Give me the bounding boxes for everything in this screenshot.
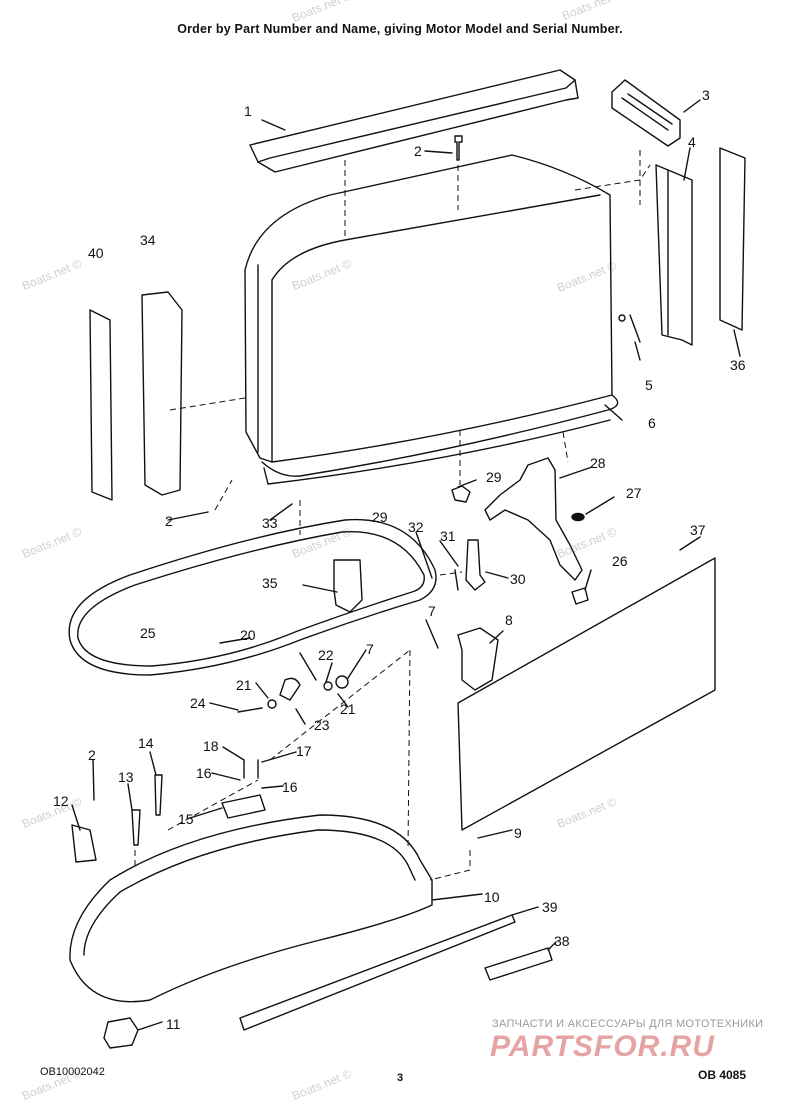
part-30-latch <box>465 539 486 591</box>
callout-8: 8 <box>505 612 513 628</box>
callout-13: 13 <box>118 769 134 785</box>
callout-18: 18 <box>203 738 219 754</box>
part-6-upper-cover <box>244 154 613 463</box>
callout-2: 2 <box>414 143 422 159</box>
part-20-clip <box>279 677 301 701</box>
part-4-side-rail <box>655 164 693 346</box>
callout-25: 25 <box>140 625 156 641</box>
callout-23: 23 <box>314 717 330 733</box>
callout-10: 10 <box>484 889 500 905</box>
part-27-washer <box>571 512 585 522</box>
callout-20: 20 <box>240 627 256 643</box>
callout-1: 1 <box>244 103 252 119</box>
part-2-screw <box>454 135 463 161</box>
callout-38: 38 <box>554 933 570 949</box>
part-34-panel <box>141 291 183 496</box>
callout-15: 15 <box>178 811 194 827</box>
part-39-strip <box>239 914 516 1031</box>
callout-35: 35 <box>262 575 278 591</box>
part-1-top-trim <box>249 69 579 173</box>
part-7-washer <box>335 675 349 689</box>
part-38-tag <box>484 947 553 981</box>
part-28-mount <box>484 457 583 581</box>
part-24-screw <box>237 707 263 713</box>
callout-30: 30 <box>510 571 526 587</box>
callout-21b: 21 <box>340 701 356 717</box>
part-15-plate <box>221 794 266 819</box>
figure-code: OB 4085 <box>698 1068 747 1082</box>
callout-33: 33 <box>262 515 278 531</box>
callout-6: 6 <box>648 415 656 431</box>
part-22-nut <box>323 681 333 691</box>
callout-21: 21 <box>236 677 252 693</box>
part-5-screw <box>629 314 641 343</box>
part-26-fastener <box>571 587 589 605</box>
callout-2c: 2 <box>88 747 96 763</box>
callout-5: 5 <box>645 377 653 393</box>
callout-17: 17 <box>296 743 312 759</box>
callout-26: 26 <box>612 553 628 569</box>
callout-27: 27 <box>626 485 642 501</box>
promo-tagline: ЗАПЧАСТИ И АКСЕССУАРЫ ДЛЯ МОТОТЕХНИКИ <box>492 1018 764 1030</box>
part-36-panel <box>719 147 746 331</box>
part-11-latch <box>103 1017 139 1049</box>
page-title: Order by Part Number and Name, giving Mo… <box>177 22 623 36</box>
part-35-bracket <box>333 559 363 613</box>
part-10-lower-pan <box>69 814 433 1003</box>
callout-32: 32 <box>408 519 424 535</box>
callout-14: 14 <box>138 735 154 751</box>
callout-34: 34 <box>140 232 156 248</box>
part-37-panel <box>457 557 716 831</box>
part-8-hinge <box>457 627 499 691</box>
callout-16b: 16 <box>282 779 298 795</box>
page-number: 3 <box>397 1072 404 1084</box>
part-12-clip <box>71 824 97 863</box>
callout-2b: 2 <box>165 513 173 529</box>
part-40-panel <box>89 309 113 501</box>
callout-29: 29 <box>486 469 502 485</box>
callout-22: 22 <box>318 647 334 663</box>
callout-39: 39 <box>542 899 558 915</box>
callout-7: 7 <box>366 641 374 657</box>
part-3-bracket <box>611 79 681 147</box>
callout-29b: 29 <box>372 509 388 525</box>
callout-36: 36 <box>730 357 746 373</box>
callout-40: 40 <box>88 245 104 261</box>
callout-11: 11 <box>166 1016 181 1032</box>
part-29-nut <box>451 485 471 503</box>
callout-37: 37 <box>690 522 706 538</box>
callout-3: 3 <box>702 87 710 103</box>
callout-9: 9 <box>514 825 522 841</box>
part-25-seal <box>68 518 437 676</box>
drawing-code: OB10002042 <box>40 1066 105 1078</box>
promo-logo: PARTSFOR.RU <box>490 1030 715 1063</box>
part-21-washer <box>267 699 277 709</box>
callout-24: 24 <box>190 695 206 711</box>
callout-12: 12 <box>53 793 69 809</box>
callout-28: 28 <box>590 455 606 471</box>
part-14-bolt <box>154 774 163 816</box>
callout-31: 31 <box>440 528 456 544</box>
callout-4: 4 <box>688 134 696 150</box>
part-13-bolt <box>131 809 141 846</box>
callout-7b: 7 <box>428 603 436 619</box>
callout-16: 16 <box>196 765 212 781</box>
